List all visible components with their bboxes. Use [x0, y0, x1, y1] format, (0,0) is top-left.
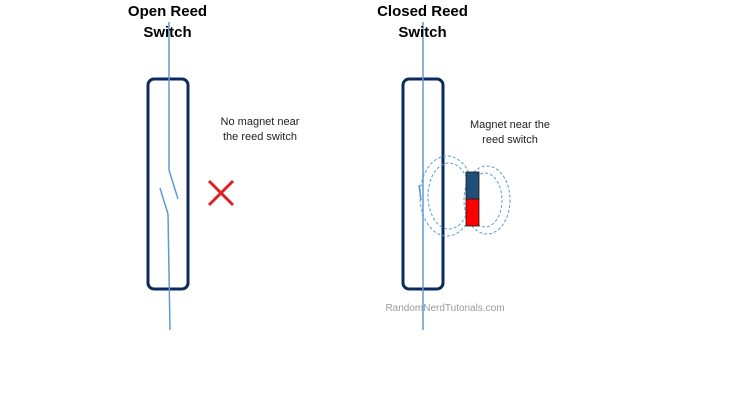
open-switch-bottom-wire — [167, 213, 171, 331]
open-switch-upper-contact — [168, 169, 179, 200]
open-switch-note: No magnet near the reed switch — [220, 116, 300, 143]
magnet-north-pole — [465, 171, 480, 200]
closed-switch-contact — [418, 184, 422, 201]
closed-switch-note: Magnet near the reed switch — [469, 119, 551, 146]
open-switch-glass-body — [146, 77, 190, 291]
open-reed-switch — [146, 22, 190, 331]
open-switch-title: Open Reed Switch — [127, 3, 208, 41]
watermark: RandomNerdTutorials.com — [385, 303, 505, 314]
magnet-south-pole — [465, 198, 480, 227]
closed-reed-switch — [401, 22, 445, 330]
bar-magnet — [465, 171, 480, 227]
x-mark-icon — [207, 179, 235, 207]
magnetic-field-lines — [419, 155, 511, 237]
open-switch-lower-contact — [159, 187, 169, 215]
closed-switch-title: Closed Reed Switch — [377, 3, 468, 41]
